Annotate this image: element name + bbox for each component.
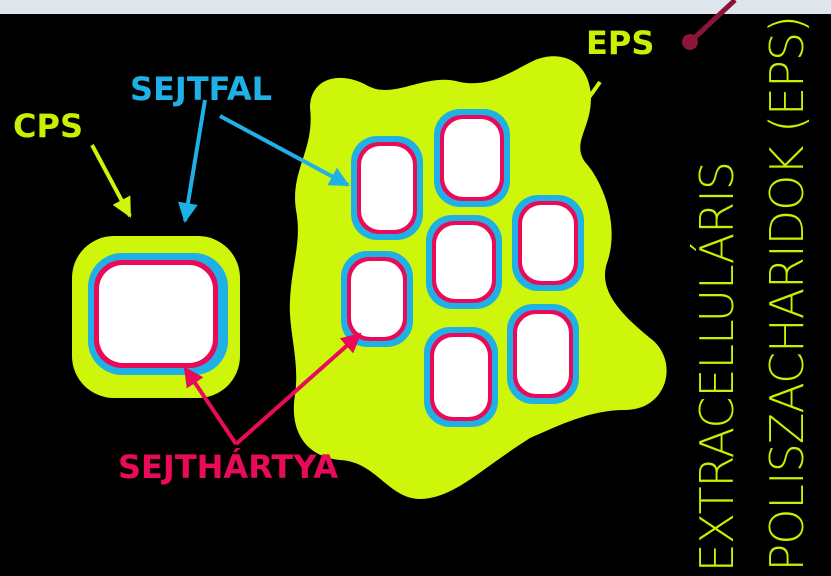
eps-cell xyxy=(351,136,423,240)
eps-cell xyxy=(426,215,502,309)
eps-label: EPS xyxy=(586,24,654,62)
sejtfal-arrow-to-cps xyxy=(185,100,205,221)
sejtfal-label: SEJTFAL xyxy=(130,70,272,108)
side-title-line2-box: POLISZACHARIDOK (EPS) xyxy=(760,0,820,576)
cytoplasm xyxy=(99,265,213,363)
eps-cell xyxy=(507,304,579,404)
eps-cell xyxy=(512,195,584,291)
single-cell-cps xyxy=(72,236,240,398)
eps-cell xyxy=(424,327,498,427)
eps-cell xyxy=(341,251,413,347)
cps-arrow xyxy=(92,145,130,216)
side-title-line2: POLISZACHARIDOK (EPS) xyxy=(760,16,814,572)
eps-cell xyxy=(434,109,510,207)
side-title-line1-box: EXTRACELLULÁRIS xyxy=(690,0,750,576)
sejthartya-label: SEJTHÁRTYA xyxy=(118,448,338,486)
cps-label: CPS xyxy=(13,107,83,145)
side-title-line1: EXTRACELLULÁRIS xyxy=(690,162,744,572)
